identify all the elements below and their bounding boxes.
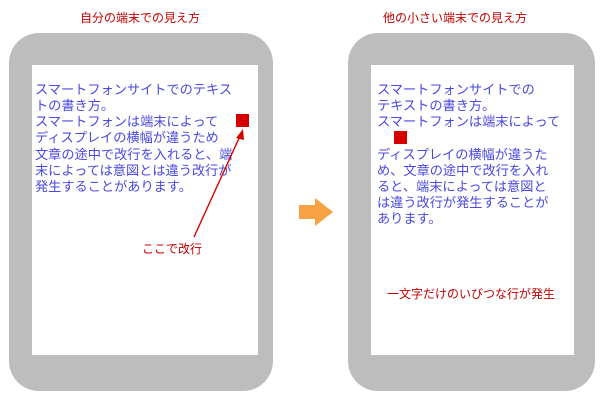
left-line-6: 末によっては意図とは違う改行が [35, 164, 232, 179]
left-annotation: ここで改行 [142, 242, 203, 256]
right-line-8: は違う改行が発生することが [377, 196, 549, 211]
left-line-4: ディスプレイの横幅が違うため [35, 131, 219, 146]
left-line-1: スマートフォンサイトでのテキス [35, 83, 233, 98]
right-line-5: ディスプレイの横幅が違うた [377, 148, 548, 163]
left-caption: 自分の端末での見え方 [80, 11, 201, 25]
left-line-3: スマートフォンは端末によって [35, 115, 219, 130]
left-line-5: 文章の途中で改行を入れると、端 [35, 148, 233, 163]
left-line-7: 発生することがあります。 [35, 180, 192, 195]
right-line-7: ると、端末によっては意図と [377, 180, 547, 195]
right-line-1: スマートフォンサイトでの [377, 83, 535, 98]
left-phone [9, 33, 273, 391]
line-break-marker [236, 114, 249, 127]
right-line-9: あります。 [377, 212, 442, 227]
left-line-2: トの書き方。 [35, 99, 115, 114]
right-line-6: め、文章の途中で改行を入れ [377, 164, 549, 179]
transition-arrow-icon [299, 198, 333, 226]
right-line-2: テキストの書き方。 [377, 99, 496, 114]
orphan-char-marker [394, 131, 407, 144]
right-line-3: スマートフォンは端末によって [377, 115, 561, 130]
left-phone-screen [32, 65, 258, 355]
right-phone-screen [371, 65, 574, 355]
right-annotation: 一文字だけのいびつな行が発生 [387, 287, 556, 301]
right-phone [348, 33, 595, 391]
right-caption: 他の小さい端末での見え方 [382, 11, 527, 25]
